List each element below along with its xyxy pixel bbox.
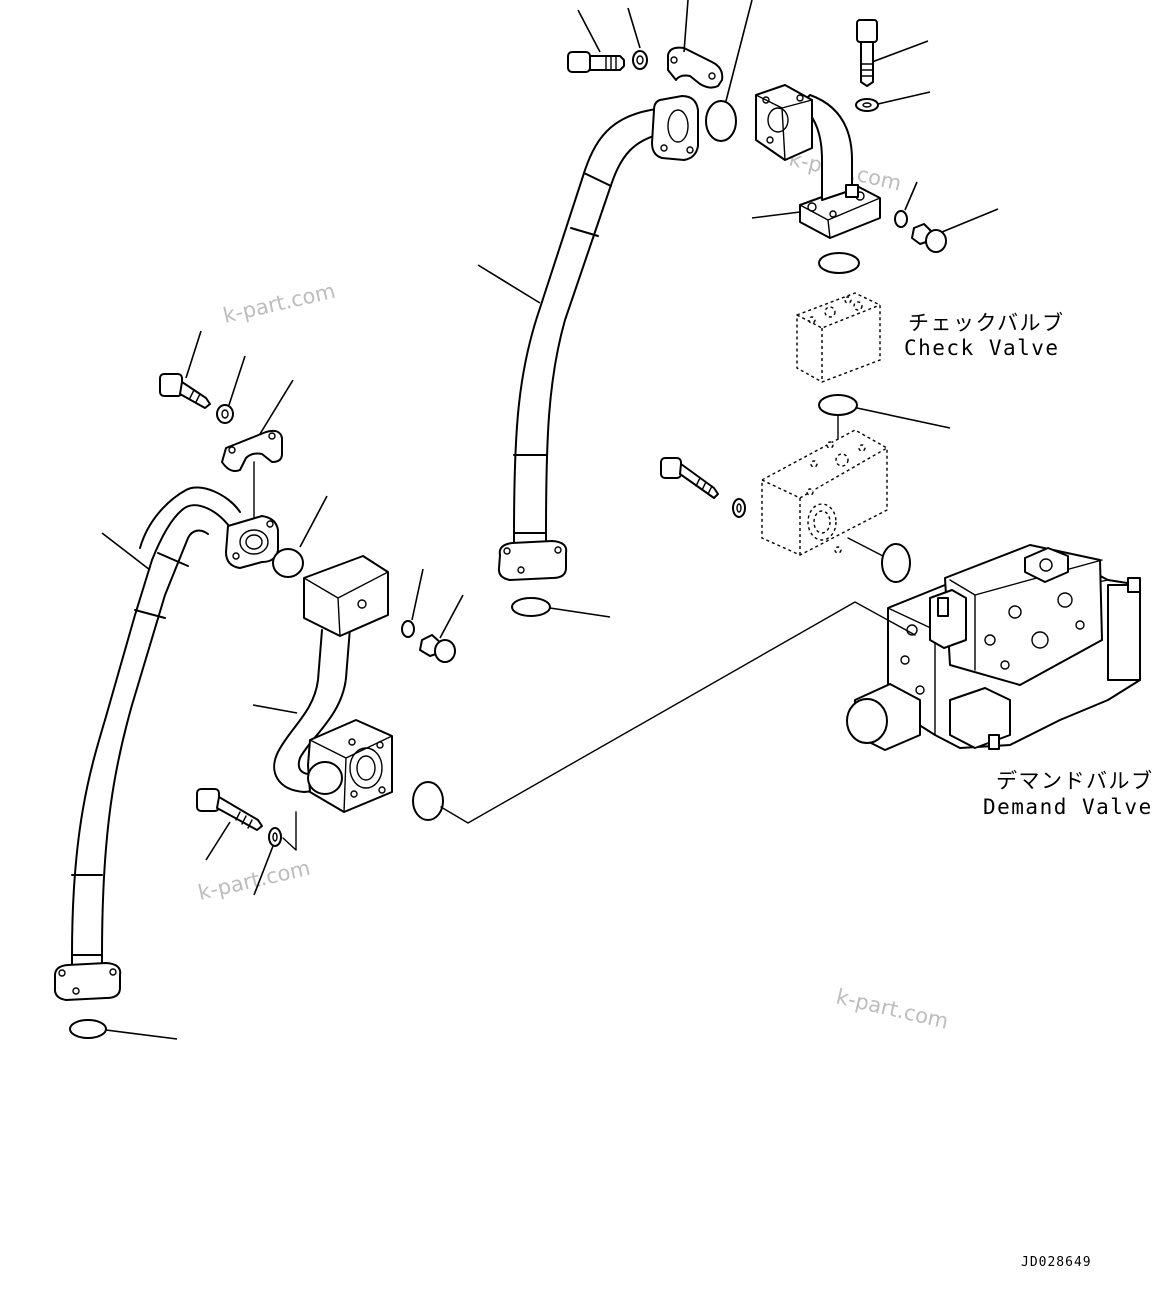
- adapter-axis-line: [847, 537, 884, 557]
- left-o-ring-leader: [299, 495, 328, 548]
- middle-plug: [419, 634, 456, 663]
- elbow-bottom-o-ring: [818, 252, 860, 274]
- upper-o-ring-large: [705, 100, 737, 142]
- check-valve-label-jp: チェックバルブ: [908, 311, 1064, 335]
- middle-tube-flange: [307, 719, 393, 813]
- upper-hose: [497, 107, 673, 581]
- middle-bolt: [196, 788, 263, 831]
- demand-valve-label-jp: デマンドバルブ: [996, 769, 1154, 793]
- elbow-leader: [751, 211, 801, 219]
- check-valve-label-en: Check Valve: [904, 336, 1060, 360]
- left-clamp-leader: [259, 379, 294, 435]
- middle-washer-leader: [253, 845, 274, 896]
- elbow-o-ring-leader: [904, 181, 918, 211]
- watermark: k-part.com: [834, 984, 951, 1033]
- upper-hose-o-ring: [511, 597, 611, 618]
- upper-washer-leader: [627, 7, 641, 49]
- left-bolt-leader: [185, 330, 202, 379]
- upper-clamp-leader: [683, 0, 689, 53]
- left-top-bolt: [159, 373, 211, 409]
- middle-plug-leader: [439, 594, 464, 639]
- drawing-code: JD028649: [1021, 1255, 1092, 1270]
- upper-split-clamp: [667, 46, 724, 89]
- elbow-fitting: [755, 84, 881, 239]
- upper-washer: [632, 50, 648, 70]
- middle-o-ring-small: [401, 620, 415, 638]
- elbow-side-plug: [911, 223, 947, 253]
- upper-hose-leader: [477, 264, 541, 304]
- elbow-side-o-ring: [894, 210, 908, 228]
- left-hose-leader: [101, 532, 151, 571]
- upper-o-ring-leader: [725, 0, 753, 102]
- middle-tube: [273, 627, 351, 793]
- watermark: k-part.com: [221, 279, 338, 328]
- middle-tube-leader: [252, 704, 298, 714]
- upper-flange-clamp: [651, 95, 699, 161]
- middle-washer: [268, 827, 282, 847]
- left-hose: [53, 486, 241, 1001]
- middle-bolt-leader: [205, 821, 231, 861]
- left-hose-flange: [225, 515, 279, 569]
- upper-bolt-leader: [577, 9, 601, 53]
- adapter-washer: [732, 498, 746, 518]
- connection-line: [440, 601, 916, 824]
- watermark: k-part.com: [196, 856, 313, 905]
- middle-o-ring-leader: [411, 568, 424, 621]
- middle-flange-o-ring: [412, 781, 444, 821]
- adapter-o-ring: [881, 543, 911, 583]
- left-washer-leader: [228, 355, 246, 406]
- elbow-bolt-leader: [871, 40, 929, 63]
- left-o-ring-large: [272, 548, 304, 578]
- upper-bolt: [567, 51, 625, 73]
- demand-valve-label-en: Demand Valve: [983, 795, 1153, 819]
- elbow-washer-leader: [877, 91, 931, 105]
- left-top-washer: [216, 404, 234, 424]
- middle-bolt-axis-line: [282, 811, 297, 851]
- demand-valve: [846, 544, 1141, 751]
- adapter-bolt: [660, 457, 719, 499]
- left-hose-o-ring: [69, 1019, 178, 1040]
- elbow-top-bolt: [856, 19, 878, 87]
- check-valve: [796, 292, 881, 383]
- left-split-clamp: [221, 429, 283, 472]
- adapter-block: [761, 429, 888, 556]
- elbow-top-washer: [855, 98, 879, 112]
- elbow-plug-leader: [941, 208, 999, 233]
- middle-tube-box: [303, 555, 389, 637]
